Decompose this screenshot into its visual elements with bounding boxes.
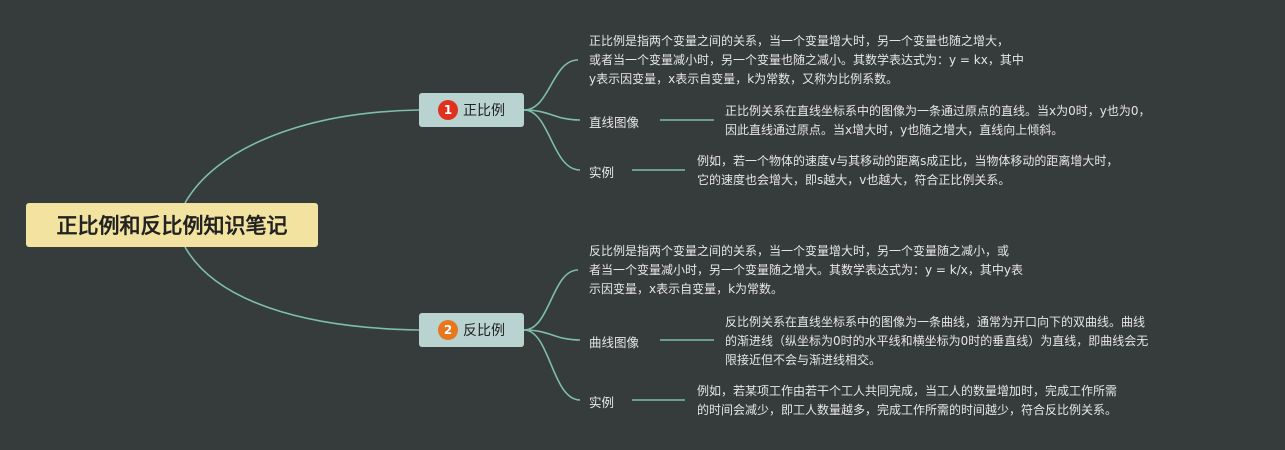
text-line: 它的速度也会增大，即s越大，v也越大，符合正比例关系。 — [697, 173, 1011, 187]
text-line: 例如，若某项工作由若干个工人共同完成，当工人的数量增加时，完成工作所需 — [697, 384, 1118, 398]
link-root-branch2 — [184, 246, 420, 331]
text-line: 反比例关系在直线坐标系中的图像为一条曲线，通常为开口向下的双曲线。曲线 — [725, 315, 1146, 329]
branch-label: 正比例 — [463, 103, 505, 119]
link-b2-definition — [523, 269, 579, 331]
number-badge-2: 2 — [438, 320, 458, 340]
text-line: y表示因变量，x表示自变量，k为常数，又称为比例系数。 — [589, 72, 899, 86]
text-line: 正比例是指两个变量之间的关系，当一个变量增大时，另一个变量也随之增大， — [589, 34, 1010, 48]
branch-label: 反比例 — [463, 323, 505, 339]
root-title: 正比例和反比例知识笔记 — [56, 214, 288, 238]
text-line: 反比例是指两个变量之间的关系，当一个变量增大时，另一个变量随之减小，或 — [589, 244, 1010, 258]
definition-direct: 正比例是指两个变量之间的关系，当一个变量增大时，另一个变量也随之增大， 或者当一… — [589, 32, 1024, 89]
subtopic-line-image[interactable]: 直线图像 — [589, 115, 640, 130]
text-line: 因此直线通过原点。当x增大时，y也随之增大，直线向上倾斜。 — [725, 123, 1064, 137]
subtopic-curve-image[interactable]: 曲线图像 — [589, 335, 640, 350]
definition-inverse: 反比例是指两个变量之间的关系，当一个变量增大时，另一个变量随之减小，或 者当一个… — [589, 242, 1023, 299]
text-line: 正比例关系在直线坐标系中的图像为一条通过原点的直线。当x为0时，y也为0， — [725, 104, 1151, 118]
subtopic-example-inverse[interactable]: 实例 — [589, 395, 615, 410]
link-b1-example — [523, 109, 581, 171]
link-b1-definition — [523, 59, 579, 111]
note-example-inverse: 例如，若某项工作由若干个工人共同完成，当工人的数量增加时，完成工作所需 的时间会… — [697, 382, 1117, 420]
text-line: 例如，若一个物体的速度v与其移动的距离s成正比，当物体移动的距离增大时， — [697, 154, 1119, 168]
connector-group — [184, 59, 714, 401]
text-line: 的时间会减少，即工人数量越多，完成工作所需的时间越少，符合反比例关系。 — [697, 403, 1118, 417]
link-b1-line-image — [523, 109, 581, 121]
root-topic[interactable]: 正比例和反比例知识笔记 — [26, 203, 318, 247]
link-b2-curve-image — [523, 329, 581, 341]
text-line: 限接近但不会与渐进线相交。 — [725, 353, 882, 367]
link-b2-example — [523, 329, 581, 401]
note-line-image: 正比例关系在直线坐标系中的图像为一条通过原点的直线。当x为0时，y也为0， 因此… — [725, 102, 1150, 140]
text-line: 或者当一个变量减小时，另一个变量也随之减小。其数学表达式为：y = kx，其中 — [589, 53, 1024, 67]
note-curve-image: 反比例关系在直线坐标系中的图像为一条曲线，通常为开口向下的双曲线。曲线 的渐进线… — [725, 313, 1148, 370]
subtopic-example-direct[interactable]: 实例 — [589, 165, 615, 180]
branch-inverse-proportion[interactable]: 2 反比例 — [419, 313, 524, 347]
note-example-direct: 例如，若一个物体的速度v与其移动的距离s成正比，当物体移动的距离增大时， 它的速… — [697, 152, 1118, 190]
text-line: 示因变量，x表示自变量，k为常数。 — [589, 282, 784, 296]
branch-direct-proportion[interactable]: 1 正比例 — [419, 93, 524, 127]
link-root-branch1 — [184, 109, 420, 204]
text-line: 的渐进线（纵坐标为0时的水平线和横坐标为0时的垂直线）为直线，即曲线会无 — [725, 334, 1149, 348]
text-line: 者当一个变量减小时，另一个变量随之增大。其数学表达式为：y = k/x，其中y表 — [589, 263, 1023, 277]
number-badge-1: 1 — [438, 100, 458, 120]
